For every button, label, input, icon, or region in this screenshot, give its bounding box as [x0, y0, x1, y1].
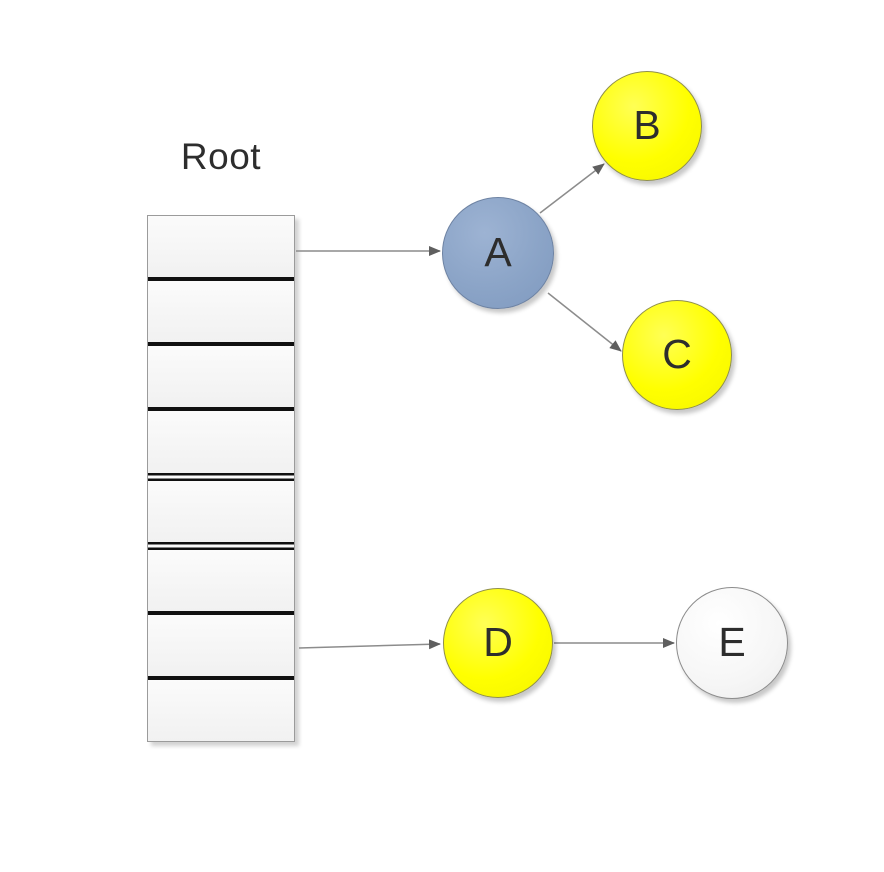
root-table-slot-5 [148, 480, 294, 542]
root-table-divider-6 [148, 610, 294, 615]
node-D-label: D [483, 618, 513, 665]
node-C: C [622, 300, 732, 410]
node-E-label: E [718, 618, 746, 665]
root-table-slot-7 [148, 614, 294, 676]
node-C-label: C [662, 330, 692, 377]
edge-A-to-C [547, 292, 622, 352]
root-table-title: Root [180, 136, 262, 177]
node-B: B [592, 71, 702, 181]
node-B-label: B [633, 101, 661, 148]
node-E: E [676, 587, 788, 699]
root-table-divider-4 [148, 472, 294, 481]
root-table-slot-4 [148, 411, 294, 473]
root-table [147, 215, 295, 742]
root-table-slot-2 [148, 281, 294, 343]
node-A: A [442, 197, 554, 309]
root-table-divider-1 [148, 277, 294, 282]
root-table-slot-6 [148, 549, 294, 611]
root-table-slot-8 [148, 679, 294, 741]
root-table-slot-1 [148, 216, 294, 278]
root-table-divider-5 [148, 541, 294, 550]
edge-A-to-B [539, 163, 605, 214]
root-table-divider-3 [148, 407, 294, 412]
root-table-divider-2 [148, 342, 294, 347]
root-table-divider-7 [148, 675, 294, 680]
edge-root-slot-7-to-D [298, 639, 441, 650]
root-table-slot-3 [148, 346, 294, 408]
node-A-label: A [484, 228, 512, 275]
node-D: D [443, 588, 553, 698]
